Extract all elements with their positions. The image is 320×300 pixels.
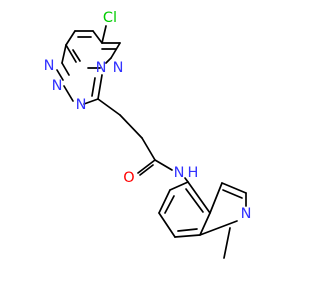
amide-oxygen-label: O bbox=[123, 170, 134, 186]
chlorine-label: Cl bbox=[103, 10, 117, 26]
amide-h-label: H bbox=[188, 165, 199, 181]
bond-lines bbox=[56, 25, 247, 259]
triazole-n-label: N bbox=[44, 58, 55, 74]
amide-n-label: N bbox=[174, 165, 185, 181]
triazole-n-label: N bbox=[76, 97, 87, 113]
pyridazine-n-label: N bbox=[96, 60, 107, 76]
indole-n-label: N bbox=[241, 206, 252, 222]
molecule-structure: Cl N N N N N O N H N bbox=[44, 10, 252, 259]
pyridazine-n-label: N bbox=[113, 60, 124, 76]
atom-labels: Cl N N N N N O N H N bbox=[44, 10, 252, 222]
triazole-n-label: N bbox=[52, 78, 63, 94]
